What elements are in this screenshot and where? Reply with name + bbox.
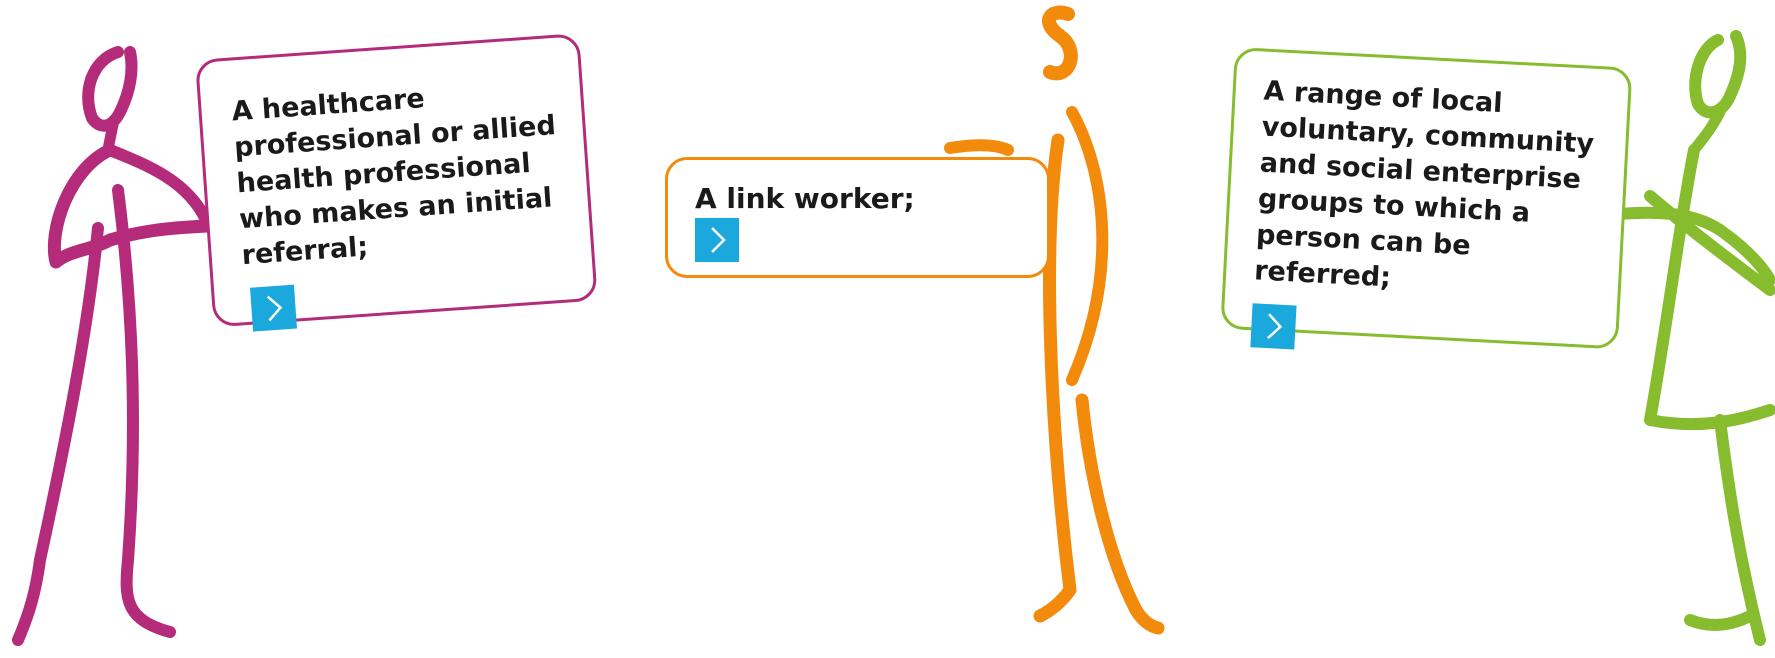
referrer-card-text: A healthcare professional or allied heal… [231,72,570,274]
link-worker-card-text: A link worker; [695,182,1025,216]
referrer-figure-leg-right [118,190,170,632]
link-worker-figure-shoulder [950,145,1008,150]
chevron-right-icon [695,218,739,262]
referrer-more-button[interactable] [250,285,297,332]
referrer-figure-leg-left [18,228,98,640]
groups-card: A range of local voluntary, community an… [1220,47,1632,349]
groups-figure [1616,36,1770,640]
chevron-right-icon [250,285,297,332]
link-worker-figure-head [1049,13,1071,74]
groups-figure-head [1695,36,1740,112]
referrer-card: A healthcare professional or allied heal… [195,33,598,327]
referrer-figure [18,52,208,640]
groups-card-line: person can be referred; [1254,219,1472,293]
referrer-card-line: referral; [241,231,369,271]
groups-card-text: A range of local voluntary, community an… [1253,74,1610,308]
groups-figure-foot [1690,616,1750,625]
referrer-figure-body [54,150,208,262]
referrer-figure-head [88,52,131,126]
link-worker-card: A link worker; [665,157,1050,278]
groups-figure-body [1650,150,1770,424]
groups-more-button[interactable] [1250,303,1296,349]
groups-figure-leg [1720,420,1760,640]
chevron-right-icon [1250,303,1296,349]
link-worker-figure-body [1072,112,1102,380]
link-worker-card-line: A link worker; [695,182,915,215]
link-worker-figure [950,13,1158,628]
link-worker-more-button[interactable] [695,218,739,262]
link-worker-figure-leg-right [1082,400,1158,628]
